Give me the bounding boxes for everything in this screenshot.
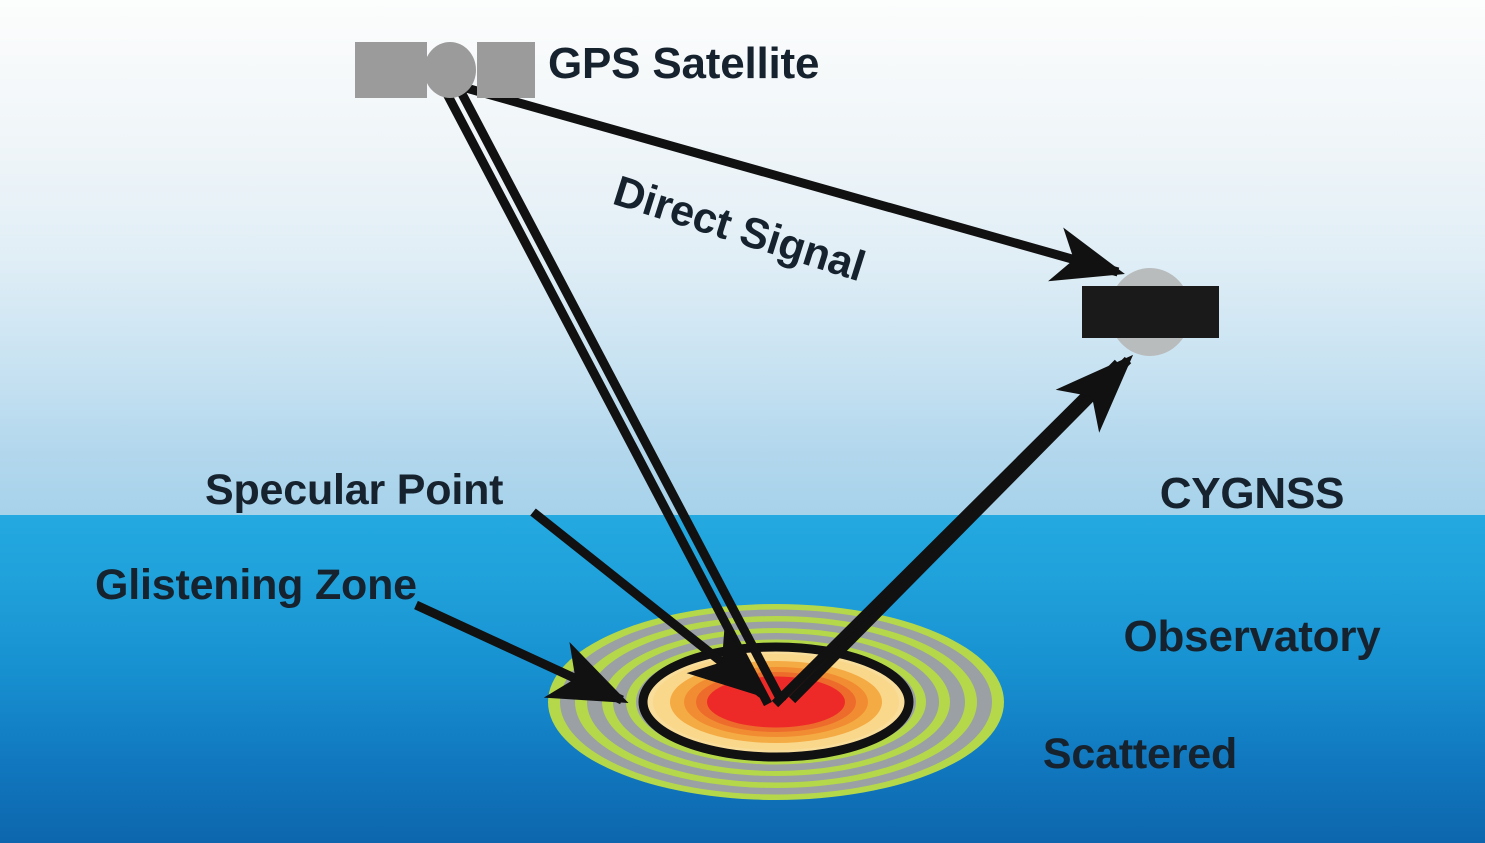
- label-cygnss-observatory: CYGNSS Observatory: [1122, 375, 1382, 755]
- direct-signal-ray: [450, 79, 1125, 282]
- label-cygnss-observatory-line1: CYGNSS: [1159, 469, 1345, 519]
- label-gps-satellite: GPS Satellite: [548, 39, 820, 88]
- glistening-zone-leader: [414, 600, 629, 705]
- observatory-solar-panel: [1082, 286, 1219, 338]
- sky-background: [0, 0, 1485, 516]
- signal-rays: [414, 79, 1134, 708]
- scattered-ray-right: [788, 354, 1134, 704]
- incident-ray-left: [442, 89, 772, 707]
- specular-point-leader: [530, 508, 768, 699]
- label-cygnss-observatory-line2: Observatory: [1123, 611, 1381, 661]
- label-scattered-signal: Scattered Signal: [1024, 638, 1256, 843]
- satellite-body: [424, 42, 476, 98]
- cygnss-observatory-icon[interactable]: [1082, 268, 1219, 356]
- gps-satellite-icon[interactable]: [355, 42, 535, 98]
- label-specular-point: Specular Point: [205, 466, 504, 514]
- label-scattered-signal-line1: Scattered: [1042, 729, 1238, 778]
- satellite-solar-panel-left: [355, 42, 427, 98]
- satellite-solar-panel-right: [477, 42, 535, 98]
- incident-ray-right: [456, 87, 786, 705]
- label-glistening-zone: Glistening Zone: [95, 561, 417, 609]
